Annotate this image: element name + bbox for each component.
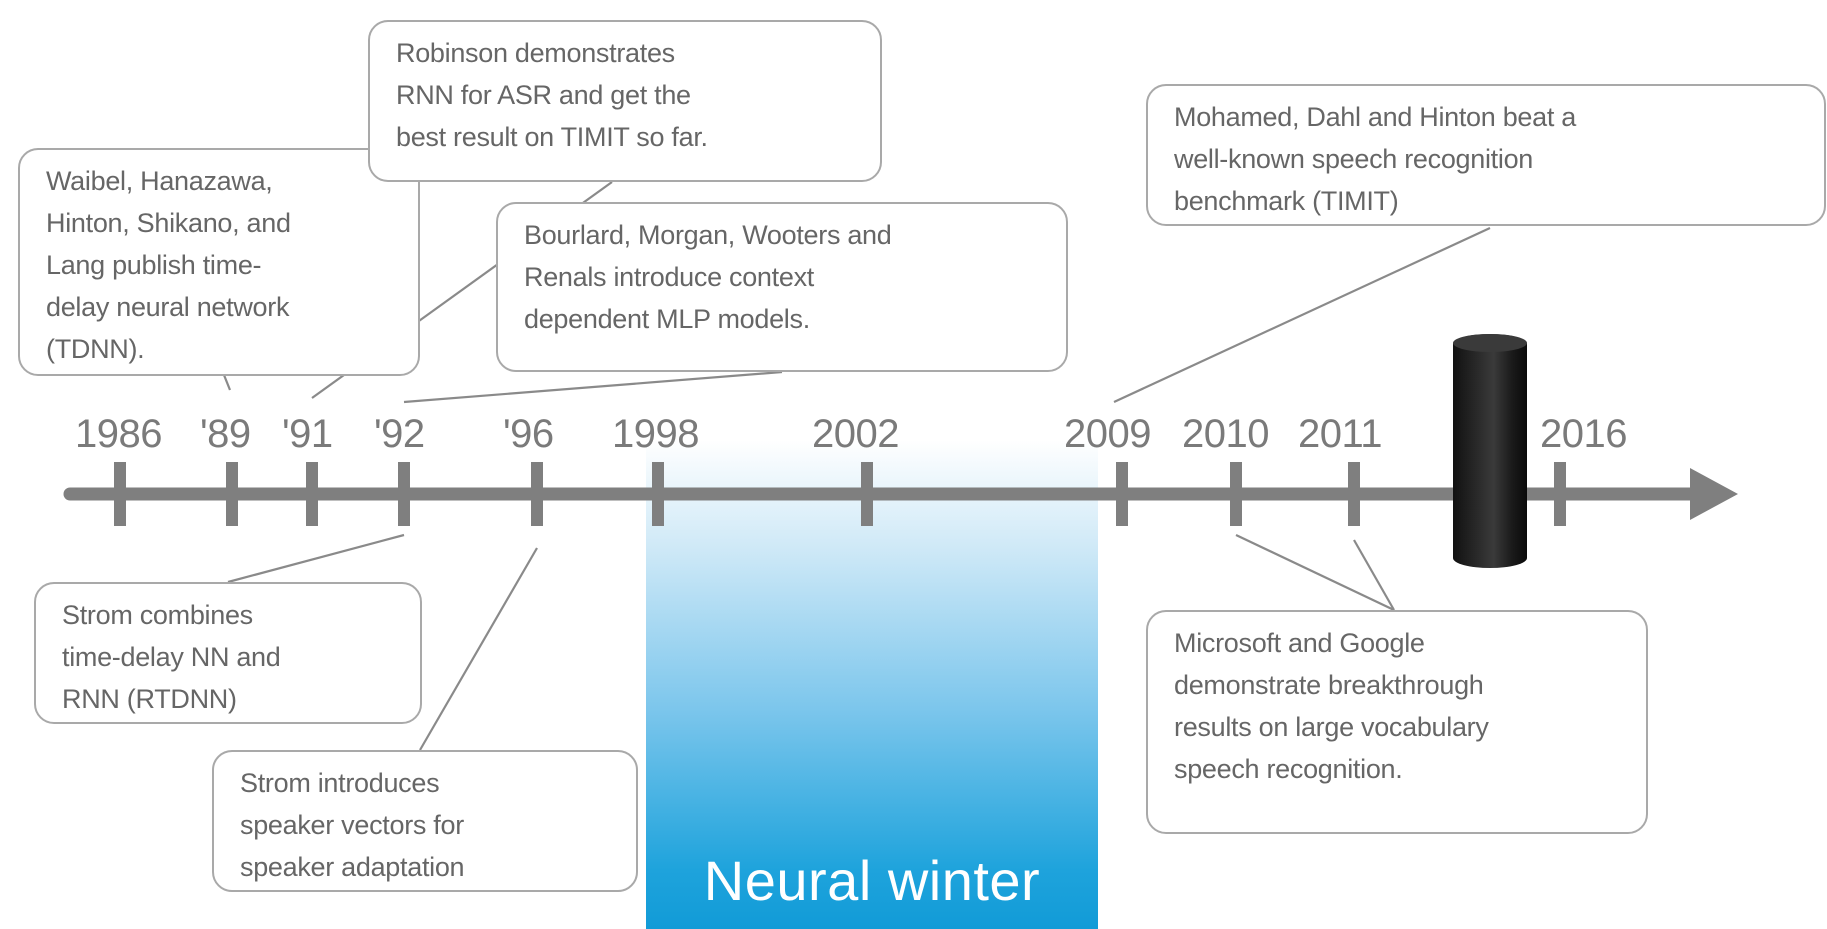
callout-line: Robinson demonstrates xyxy=(396,38,675,68)
callout-line: Strom introduces xyxy=(240,768,440,798)
callout-line: benchmark (TIMIT) xyxy=(1174,186,1399,216)
callout-line: RNN (RTDNN) xyxy=(62,684,237,714)
year-label-2010: 2010 xyxy=(1182,412,1269,456)
callout-line: Waibel, Hanazawa, xyxy=(46,166,273,196)
connector-microsoft xyxy=(1235,534,1395,611)
callout-line: speaker adaptation xyxy=(240,852,465,882)
callout-line: Strom combines xyxy=(62,600,253,630)
callout-bourlard-mlp: Bourlard, Morgan, Wooters and Renals int… xyxy=(496,202,1068,372)
smart-speaker-top xyxy=(1453,334,1527,352)
connector-google xyxy=(1353,539,1395,611)
year-label-1989: '89 xyxy=(200,412,251,456)
connector-strom-speaker xyxy=(419,547,538,751)
year-label-2011: 2011 xyxy=(1298,412,1383,456)
smart-speaker-icon xyxy=(1453,334,1527,568)
connector-strom-rtdnn xyxy=(227,533,405,584)
callout-waibel-tdnn: Waibel, Hanazawa, Hinton, Shikano, and L… xyxy=(18,148,420,376)
callout-line: Microsoft and Google xyxy=(1174,628,1425,658)
connector-waibel xyxy=(222,374,232,391)
callout-line: time-delay NN and xyxy=(62,642,281,672)
year-label-1992: '92 xyxy=(374,412,425,456)
callout-line: Mohamed, Dahl and Hinton beat a xyxy=(1174,102,1576,132)
connector-mohamed xyxy=(1113,227,1491,403)
year-label-1986: 1986 xyxy=(75,412,162,456)
callout-strom-rtdnn: Strom combines time-delay NN and RNN (RT… xyxy=(34,582,422,724)
callout-line: well-known speech recognition xyxy=(1174,144,1534,174)
callout-line: Bourlard, Morgan, Wooters and xyxy=(524,220,892,250)
year-label-2009: 2009 xyxy=(1064,412,1151,456)
neural-winter-label: Neural winter xyxy=(703,849,1041,912)
timeline-arrowhead xyxy=(1690,468,1738,520)
callout-line: results on large vocabulary xyxy=(1174,712,1489,742)
callout-strom-speaker-vectors: Strom introduces speaker vectors for spe… xyxy=(212,750,638,892)
callout-line: best result on TIMIT so far. xyxy=(396,122,708,152)
callout-mohamed-timit: Mohamed, Dahl and Hinton beat a well-kno… xyxy=(1146,84,1826,226)
year-label-2002: 2002 xyxy=(812,412,899,456)
year-label-1996: '96 xyxy=(503,412,554,456)
year-label-1998: 1998 xyxy=(612,412,699,456)
callout-line: Lang publish time- xyxy=(46,250,262,280)
callout-robinson-rnn: Robinson demonstrates RNN for ASR and ge… xyxy=(368,20,882,182)
callout-line: speech recognition. xyxy=(1174,754,1403,784)
year-label-1991: '91 xyxy=(282,412,333,456)
callout-line: (TDNN). xyxy=(46,334,145,364)
callout-line: RNN for ASR and get the xyxy=(396,80,691,110)
callout-line: dependent MLP models. xyxy=(524,304,810,334)
connector-bourlard xyxy=(403,370,783,404)
callout-microsoft-google: Microsoft and Google demonstrate breakth… xyxy=(1146,610,1648,834)
callout-line: Hinton, Shikano, and xyxy=(46,208,291,238)
year-label-2016: 2016 xyxy=(1540,412,1627,456)
callout-line: speaker vectors for xyxy=(240,810,464,840)
callout-line: delay neural network xyxy=(46,292,290,322)
callout-line: Renals introduce context xyxy=(524,262,814,292)
callout-line: demonstrate breakthrough xyxy=(1174,670,1484,700)
